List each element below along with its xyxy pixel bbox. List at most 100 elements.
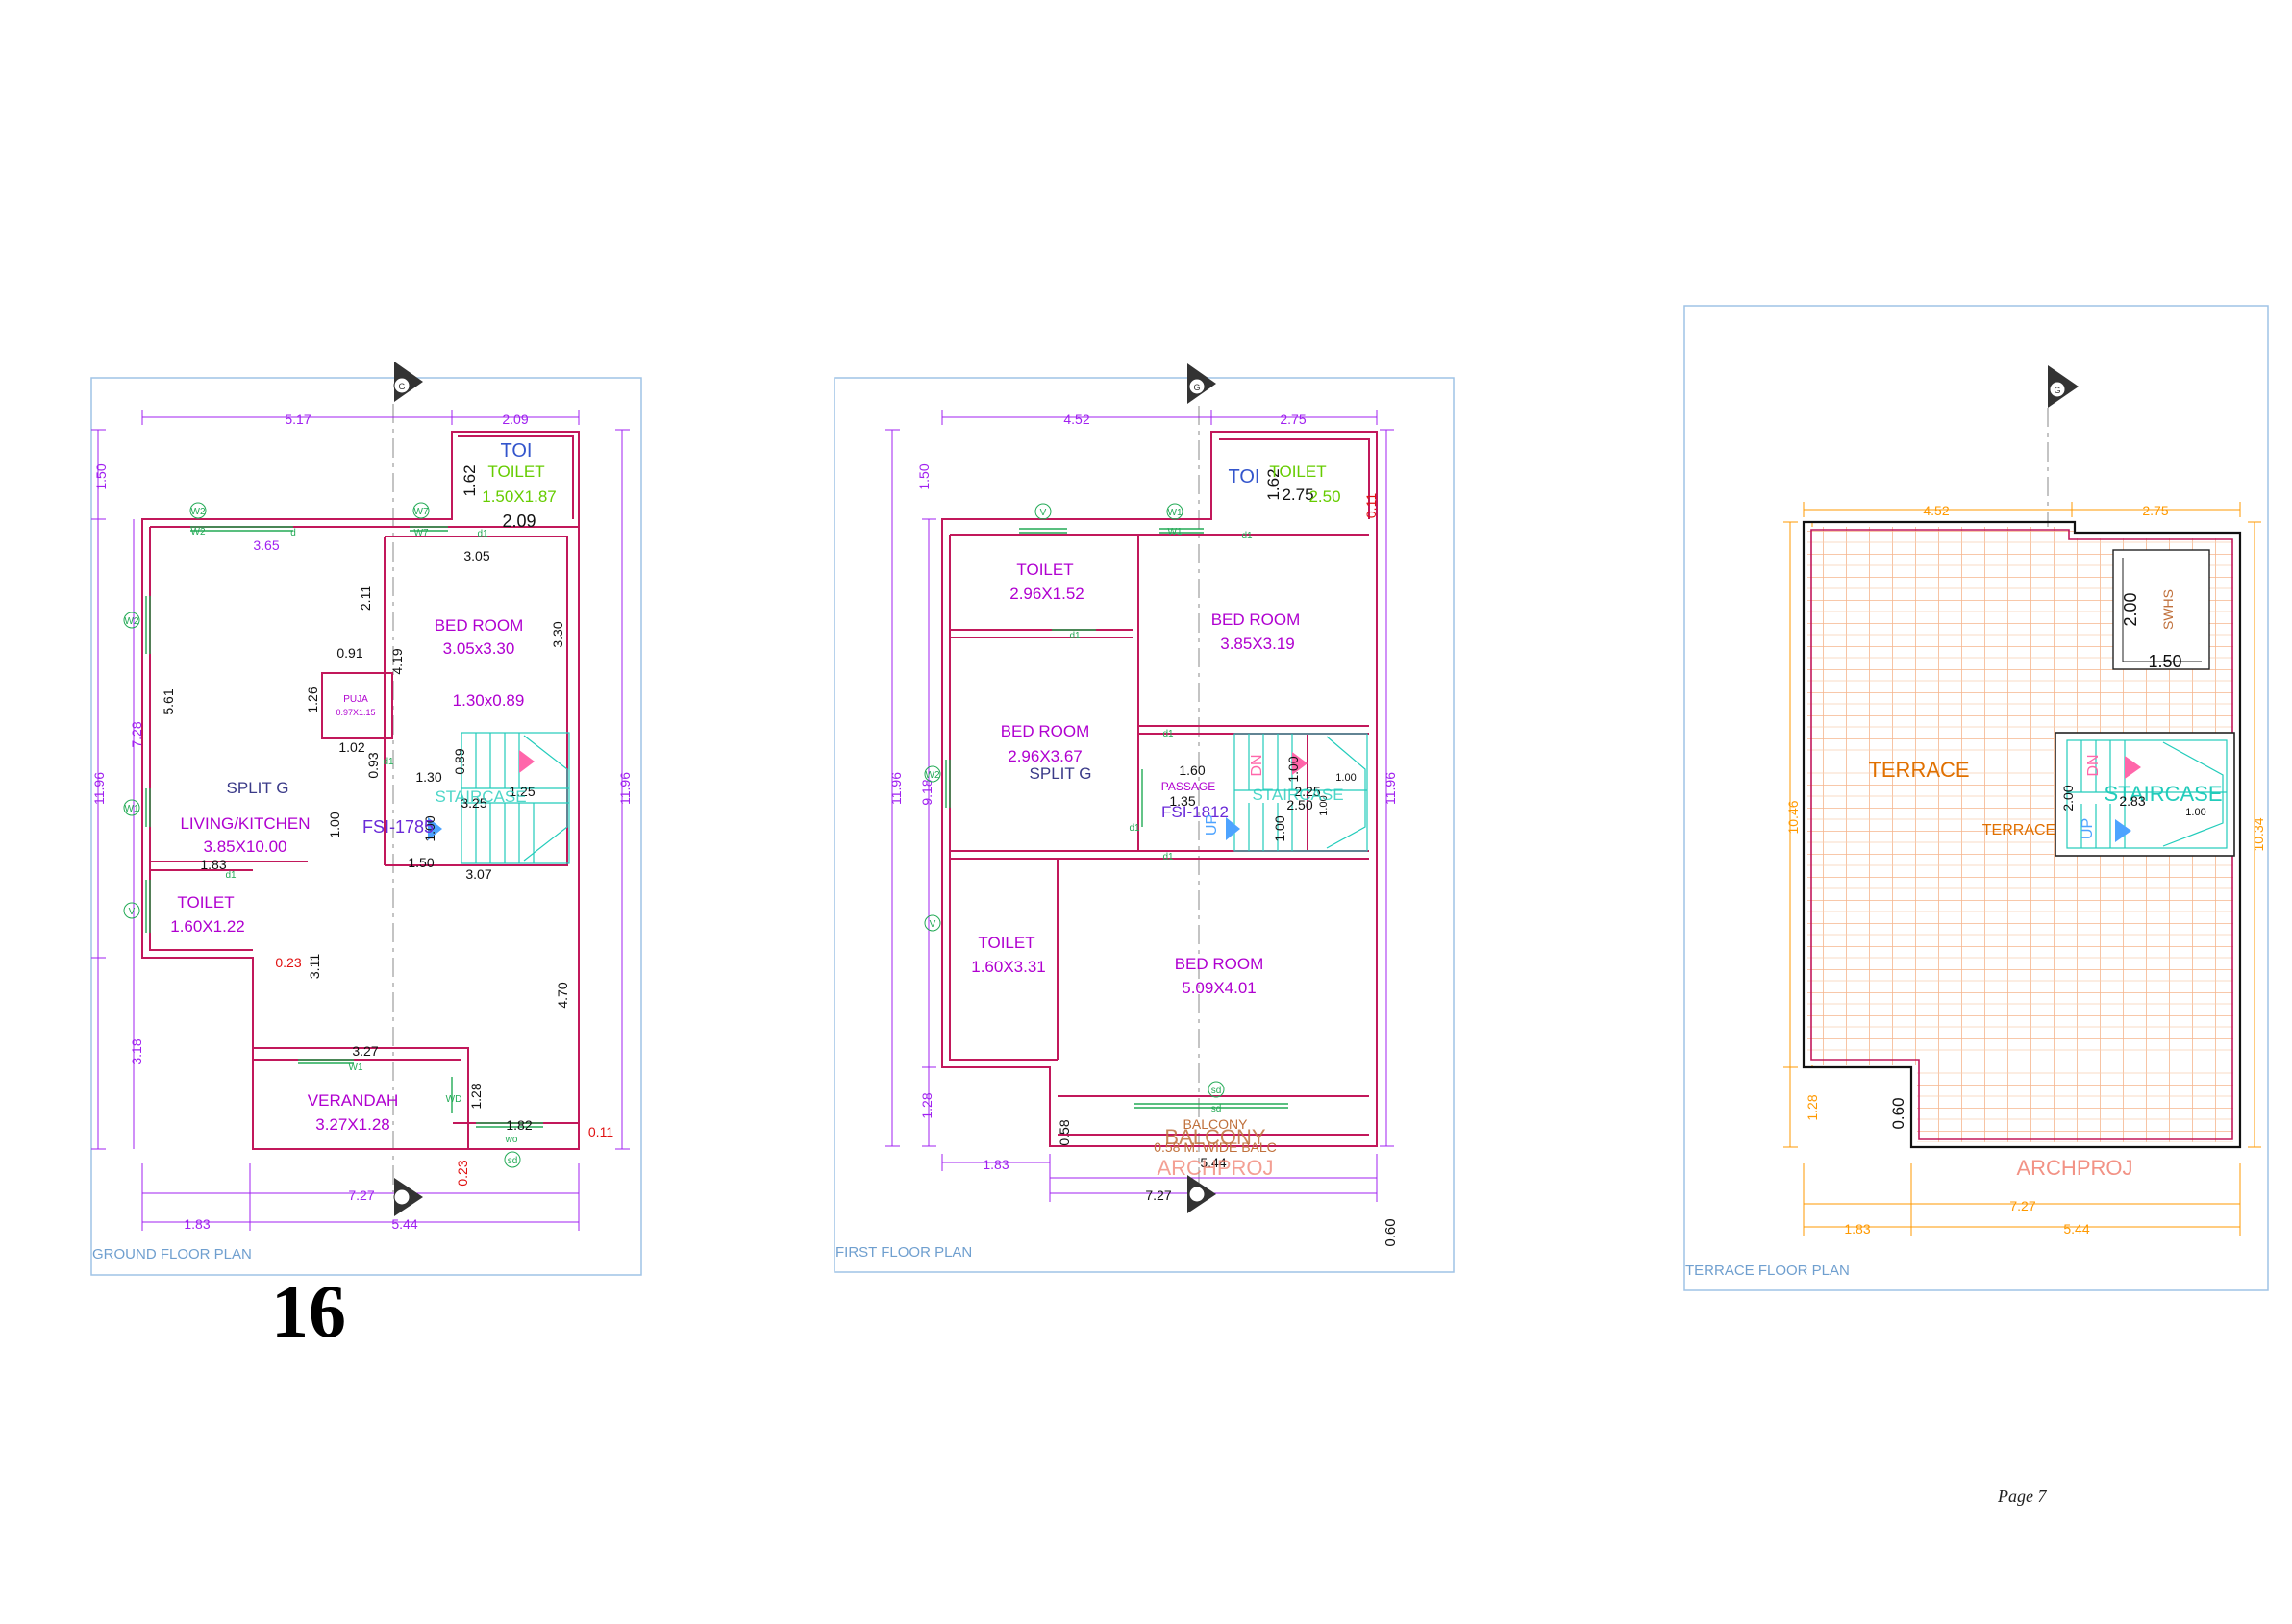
page-number: 16: [271, 1269, 346, 1353]
ground-tag-w2b: W2: [191, 527, 206, 537]
terrace-dim-swhs-h: 2.00: [2121, 592, 2140, 626]
terrace-archproj: ARCHPROJ: [2016, 1156, 2132, 1180]
first-dim-058: 0.58: [1057, 1119, 1072, 1145]
ground-dim-305: 3.05: [463, 548, 489, 563]
ground-stair-up-arrow-icon: [428, 817, 442, 840]
first-bed1-size: 3.85X3.19: [1220, 635, 1295, 653]
ground-tag-d1: d: [290, 528, 296, 538]
first-dim-top-left: 4.52: [1063, 412, 1089, 427]
terrace-floor-label: TERRACE FLOOR PLAN: [1685, 1262, 1850, 1279]
first-stair-up: UP: [1204, 814, 1220, 836]
first-tag-sdb: sd: [1211, 1104, 1222, 1114]
first-balcony-large: BALCONY: [1164, 1125, 1265, 1149]
first-north-letter: G: [1193, 383, 1200, 392]
first-dim-100d: 1.00: [1318, 795, 1330, 815]
ground-dim-100: 1.00: [327, 812, 342, 837]
terrace-dim-stair-w: 2.83: [2119, 793, 2145, 809]
ground-dim-330: 3.30: [550, 621, 565, 647]
ground-dim-307: 3.07: [465, 866, 491, 882]
terrace-swhs-box: [2112, 549, 2210, 670]
ground-bedroom-extra: 1.30x0.89: [453, 691, 525, 710]
ground-tag-w7b: W7: [414, 528, 429, 538]
ground-dim-093: 0.93: [365, 752, 381, 778]
ground-dim-130: 1.30: [415, 769, 441, 785]
terrace-dim-top-right: 2.75: [2142, 503, 2168, 518]
first-tag-w1b: W1: [1168, 527, 1183, 537]
first-dim-right-total: 11.96: [1383, 772, 1398, 805]
first-bed3-size: 5.09X4.01: [1182, 979, 1257, 997]
first-toilet-top-name: TOILET: [1269, 462, 1326, 481]
first-north-arrow-icon: G: [1187, 363, 1216, 404]
ground-dim-162: 1.62: [461, 464, 479, 496]
first-toilet1-name: TOILET: [1016, 561, 1073, 579]
ground-dim-011: 0.11: [588, 1124, 613, 1139]
first-stair-down-arrow-icon: [1292, 752, 1308, 775]
ground-floor-label: GROUND FLOOR PLAN: [92, 1246, 252, 1262]
first-split-label: SPLIT G: [1030, 764, 1092, 783]
terrace-floor-plan: G 4.52 2.75 10.46 9.18 1.28 10.34 1.83 7…: [1683, 305, 2269, 1291]
ground-dim-311: 3.11: [307, 954, 322, 979]
first-fsi: FSI-1812: [1161, 803, 1229, 821]
ground-dim-left-c: 3.18: [129, 1038, 144, 1064]
first-tag-d1c: d1: [1162, 729, 1174, 739]
terrace-tiled-floor: [1807, 527, 2233, 1142]
terrace-dim-bottom-b: 5.44: [2063, 1221, 2089, 1237]
terrace-staircase-label: STAIRCASE: [2104, 782, 2222, 806]
ground-dim-470: 4.70: [555, 982, 570, 1008]
first-dim-275: 2.75: [1282, 486, 1313, 504]
first-tag-w1: W1: [1168, 508, 1183, 518]
ground-tag-d1b: d1: [477, 529, 488, 539]
first-staircase: [1233, 733, 1368, 852]
ground-tag-wo: wo: [505, 1135, 518, 1145]
terrace-dim-stair-small: 1.00: [2185, 807, 2205, 818]
terrace-main-label: TERRACE: [1868, 758, 1969, 782]
terrace-stair-up-arrow-icon: [2115, 819, 2131, 842]
ground-dim-left-total: 11.96: [91, 772, 107, 805]
first-south-marker-icon: [1187, 1175, 1216, 1213]
ground-tag-w1b: W1: [349, 1062, 363, 1073]
first-dim-100c: 1.00: [1272, 815, 1287, 841]
first-dim-100: 1.00: [1285, 756, 1301, 782]
first-balcony-small: BALCONY: [1183, 1116, 1249, 1132]
first-passage-label: PASSAGE: [1161, 780, 1215, 793]
ground-dim-023: 0.23: [275, 955, 301, 970]
first-archproj: ARCHPROJ: [1157, 1156, 1273, 1180]
ground-dim-126: 1.26: [305, 687, 320, 712]
ground-toilet-top-size: 1.50X1.87: [482, 487, 557, 506]
ground-dim-bottom-b: 5.44: [391, 1216, 417, 1232]
terrace-frame: [1683, 305, 2269, 1291]
first-dim-011: 0.11: [1363, 493, 1379, 518]
ground-tag-w2c: W2: [125, 616, 139, 627]
first-dim-left-a: 1.50: [916, 463, 932, 489]
terrace-dim-060: 0.60: [1889, 1097, 1907, 1129]
first-dim-225: 2.25: [1294, 784, 1320, 799]
first-dim-100b: 1.00: [1335, 772, 1356, 784]
first-tag-d1a: d1: [1241, 531, 1253, 541]
first-dim-160: 1.60: [1179, 762, 1205, 778]
ground-dim-419: 4.19: [389, 648, 405, 674]
ground-tag-w1: W1: [125, 804, 139, 814]
first-dim-bottom-b: 5.44: [1200, 1155, 1226, 1170]
ground-tag-d1d: d1: [383, 757, 394, 767]
ground-dim-023b: 0.23: [455, 1160, 470, 1186]
ground-dim-125: 1.25: [509, 784, 535, 799]
ground-dim-150: 1.50: [408, 855, 434, 870]
terrace-stair-up: UP: [2080, 818, 2096, 839]
terrace-swhs-label: SWHS: [2160, 589, 2176, 630]
ground-bedroom-size: 3.05x3.30: [443, 639, 515, 658]
first-toilet2-name: TOILET: [978, 934, 1034, 952]
terrace-stair-down-arrow-icon: [2125, 756, 2141, 779]
terrace-dim-right-total: 10.34: [2251, 817, 2266, 851]
ground-dim-bottom-total: 7.27: [348, 1187, 374, 1203]
first-tag-d1d: d1: [1129, 823, 1140, 834]
ground-dim-top-left: 5.17: [285, 412, 311, 427]
ground-dim-091: 0.91: [336, 645, 362, 661]
terrace-north-letter: G: [2054, 386, 2060, 395]
first-bed1-name: BED ROOM: [1211, 611, 1301, 629]
ground-tag-v: V: [129, 907, 136, 917]
terrace-staircase: [2066, 739, 2228, 849]
first-tag-v: V: [1040, 508, 1047, 518]
ground-dim-top-right: 2.09: [502, 412, 528, 427]
first-staircase-label: STAIRCASE: [1252, 786, 1343, 804]
